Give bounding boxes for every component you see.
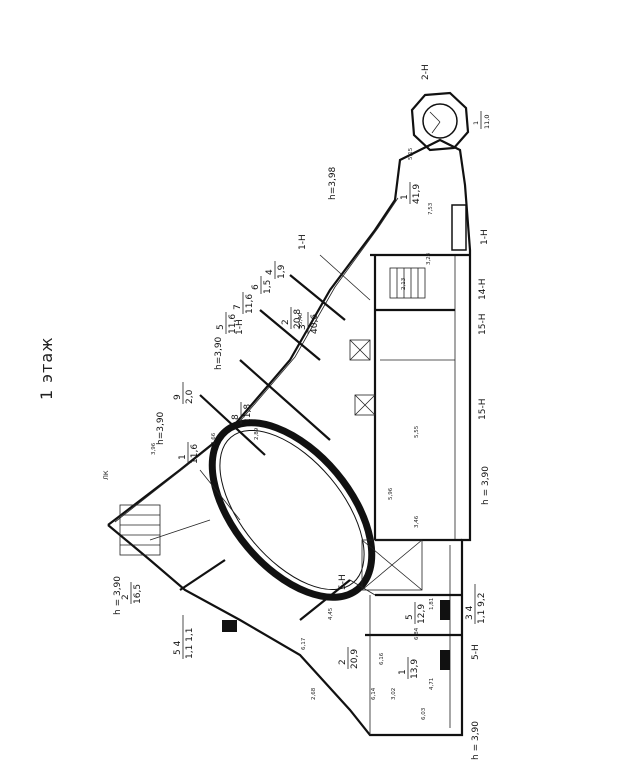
room-label-1-tower-top: 1 11,0: [472, 111, 491, 129]
svg-text:1: 1: [400, 194, 410, 200]
height-label: h = 3,90: [471, 721, 481, 760]
svg-text:3,46: 3,46: [414, 515, 420, 528]
svg-text:1: 1: [178, 454, 188, 460]
svg-text:2,89: 2,89: [254, 427, 260, 440]
room-label-9: 9 2,0: [173, 382, 195, 404]
entrance-label: 14-Н: [478, 279, 488, 300]
oval-hall: [208, 419, 376, 601]
svg-text:5: 5: [405, 614, 415, 620]
svg-text:6,17: 6,17: [301, 637, 307, 650]
svg-text:11,0: 11,0: [483, 115, 491, 129]
svg-text:1: 1: [472, 121, 480, 125]
svg-text:5 4: 5 4: [173, 640, 183, 655]
svg-text:3,24: 3,24: [426, 252, 432, 265]
svg-text:2,68: 2,68: [311, 687, 317, 700]
stair-right: [361, 539, 423, 591]
svg-text:41,9: 41,9: [412, 184, 422, 204]
svg-text:2: 2: [121, 594, 131, 600]
entrance-label: 1-Н: [298, 234, 308, 250]
height-label: h = 3,90: [481, 466, 491, 505]
svg-text:12,9: 12,9: [417, 604, 427, 624]
svg-text:2: 2: [281, 319, 291, 325]
room-label-2: 2 16,5: [121, 582, 143, 604]
svg-text:3,96: 3,96: [151, 442, 157, 455]
height-label: h=3,90: [214, 336, 224, 370]
svg-text:3: 3: [298, 324, 308, 330]
entrance-label: 5-Н: [338, 574, 348, 590]
svg-text:6,16: 6,16: [379, 652, 385, 665]
svg-text:20,9: 20,9: [350, 649, 360, 669]
svg-text:1,81: 1,81: [429, 598, 435, 610]
svg-text:11,6: 11,6: [228, 314, 238, 334]
building-outline: [107, 91, 472, 737]
svg-text:3 4: 3 4: [465, 605, 475, 620]
svg-text:21,8: 21,8: [243, 404, 253, 424]
room-label-3-4: 3 4 1,1 9,2: [465, 584, 487, 624]
room-label-1-bottom: 1 13,9: [398, 657, 420, 679]
floor-title: 1 этаж: [37, 336, 56, 400]
svg-text:3,02: 3,02: [391, 688, 397, 700]
svg-text:1,9: 1,9: [277, 264, 287, 279]
room-label-2-bottom: 2 20,9: [338, 647, 360, 669]
svg-text:9: 9: [173, 394, 183, 400]
svg-text:2: 2: [338, 659, 348, 665]
svg-text:2,0: 2,0: [185, 389, 195, 404]
entrance-marks: [222, 204, 467, 670]
dimension-labels: 5,15 7,53 3,24 2,13 5,55 5,96 3,46 6,17 …: [151, 147, 435, 720]
svg-text:1,5: 1,5: [263, 280, 273, 294]
room-label-5-top: 5 11,6: [216, 312, 238, 334]
entrance-label: 15-Н: [478, 399, 488, 420]
room-label-1-tower: 1 41,9: [400, 182, 422, 204]
svg-text:8: 8: [231, 414, 241, 420]
svg-text:2,13: 2,13: [401, 277, 407, 290]
room-label-6: 6 1,5: [251, 276, 273, 294]
svg-text:5: 5: [216, 324, 226, 330]
svg-text:6: 6: [251, 284, 261, 290]
svg-text:1,1 9,2: 1,1 9,2: [477, 593, 487, 625]
entrance-label: 2-Н: [421, 64, 431, 80]
svg-text:7,53: 7,53: [428, 202, 434, 215]
room-label-8: 8 21,8: [231, 402, 253, 424]
svg-text:13,9: 13,9: [410, 659, 420, 679]
svg-text:1,1 1,1: 1,1 1,1: [185, 628, 195, 660]
entrance-label: 1-Н: [480, 229, 490, 245]
svg-text:16,5: 16,5: [133, 584, 143, 604]
svg-text:7: 7: [233, 304, 243, 310]
svg-text:5,40: 5,40: [298, 312, 304, 325]
svg-text:4,45: 4,45: [328, 607, 334, 620]
svg-text:2,66: 2,66: [211, 432, 217, 445]
svg-text:5,96: 5,96: [388, 487, 394, 500]
svg-text:4: 4: [265, 269, 275, 275]
room-label-1: 1 11,6: [178, 442, 200, 464]
svg-text:4,71: 4,71: [429, 678, 435, 690]
height-label: h=3,90: [156, 411, 166, 445]
entrance-label: 5-Н: [471, 644, 481, 660]
room-label-5-4: 5 4 1,1 1,1: [173, 615, 195, 659]
svg-text:1: 1: [398, 669, 408, 675]
stair-upper: [389, 267, 426, 299]
entrance-label: 1-Н: [235, 319, 245, 335]
elevator-shafts: [349, 339, 376, 416]
height-label: h = 3,90: [113, 576, 123, 615]
svg-text:40,6: 40,6: [310, 314, 320, 334]
room-label-7: 7 11,6: [233, 292, 255, 314]
room-label-3-top: 3 40,6: [298, 312, 320, 334]
svg-text:5,55: 5,55: [414, 425, 420, 438]
room-label-5: 5 12,9: [405, 602, 427, 624]
corner-mark: ЛК: [102, 470, 110, 480]
svg-text:20,8: 20,8: [293, 309, 303, 329]
svg-text:6,14: 6,14: [371, 687, 377, 700]
svg-text:5,15: 5,15: [408, 147, 414, 160]
svg-text:11,6: 11,6: [245, 294, 255, 314]
svg-text:11,6: 11,6: [190, 444, 200, 464]
svg-text:6,03: 6,03: [421, 707, 427, 720]
room-label-4: 4 1,9: [265, 261, 287, 279]
stair-left: [119, 504, 161, 556]
svg-text:6,84: 6,84: [414, 627, 420, 640]
entrance-label: 15-Н: [478, 314, 488, 335]
room-label-2-top: 2 20,8: [281, 307, 303, 329]
height-label: h=3,98: [328, 166, 338, 200]
